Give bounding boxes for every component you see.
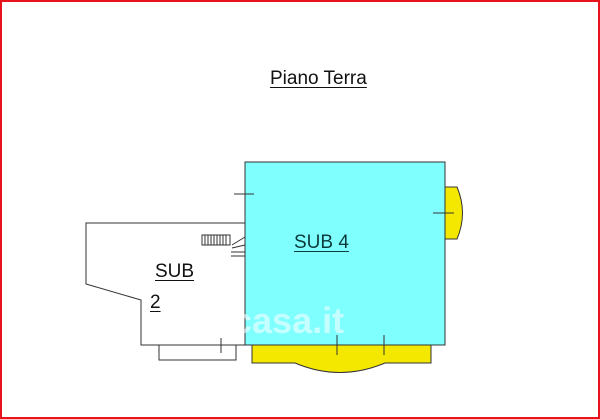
balcony-bottom [251, 344, 432, 373]
watermark-logo: casa.it [232, 300, 345, 341]
stairs [201, 234, 246, 257]
sub2-number: 2 [150, 292, 161, 313]
sub2-label: SUB [155, 261, 195, 282]
sub4-room [244, 161, 446, 346]
plan-title: Piano Terra [270, 68, 367, 89]
sub2-outline [85, 222, 245, 346]
sub2-step [158, 344, 237, 361]
sub4-label: SUB 4 [294, 232, 349, 253]
